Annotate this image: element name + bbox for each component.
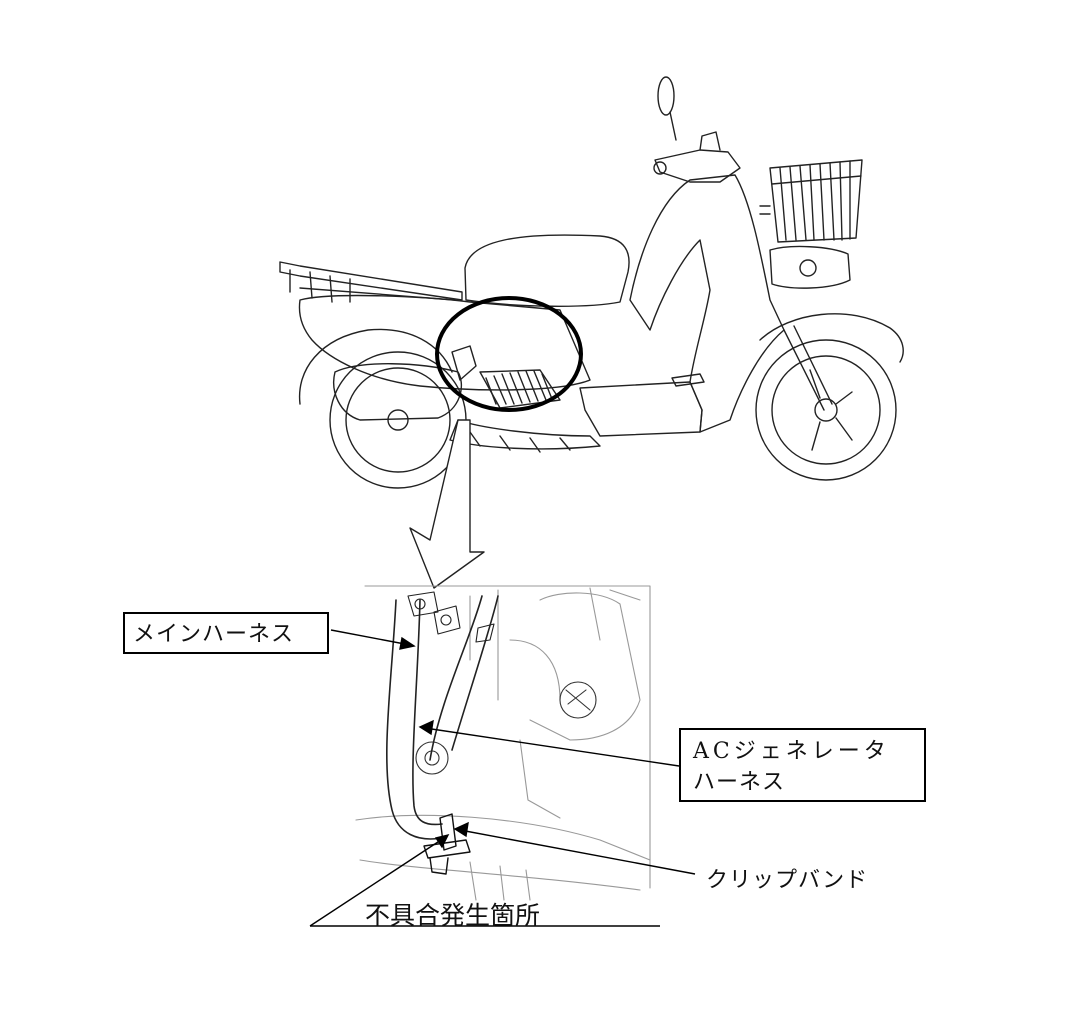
callout-arrow (409, 419, 485, 589)
main-harness-label: メインハーネス (123, 612, 329, 654)
front-body (629, 174, 785, 433)
front-basket (759, 159, 863, 243)
generator-connector (415, 681, 597, 775)
rear-body (298, 294, 591, 391)
defect-location-label: 不具合発生箇所 (365, 901, 541, 930)
rear-wheel (329, 351, 467, 489)
detail-view (355, 585, 651, 901)
mirror (657, 76, 677, 141)
ac-generator-harness-label-line1: ACジェネレータ (693, 739, 890, 764)
engine-case (333, 363, 462, 421)
hatched-area (479, 369, 561, 409)
seat (464, 234, 630, 307)
clip-band-label: クリップバンド (706, 868, 869, 893)
ac-generator-harness-label: ACジェネレータ ハーネス (679, 728, 926, 802)
clip-band (423, 813, 471, 875)
ac-harness-tube (429, 595, 483, 761)
connector-blocks (407, 591, 461, 635)
front-fender (759, 313, 904, 363)
front-wheel (755, 339, 897, 481)
ac-generator-harness-label-line2: ハーネス (693, 770, 786, 795)
floor-step (579, 381, 703, 437)
leader-lines (309, 629, 696, 927)
highlight-circle (435, 296, 583, 412)
main-harness-tube (386, 599, 443, 840)
handlebar (654, 149, 741, 183)
rear-fender (298, 328, 453, 405)
scooter-illustration (279, 76, 904, 489)
